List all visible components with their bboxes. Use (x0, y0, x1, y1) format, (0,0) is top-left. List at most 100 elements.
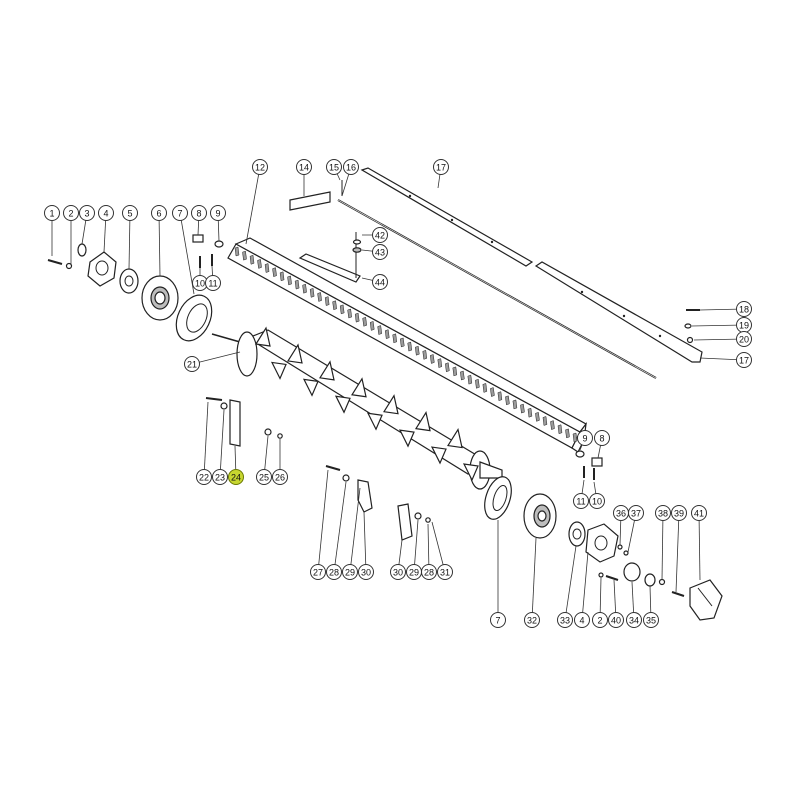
callout-11[interactable]: 11 (573, 493, 589, 509)
flange-plate-part (87, 251, 117, 287)
callout-28[interactable]: 28 (326, 564, 342, 580)
callout-29[interactable]: 29 (406, 564, 422, 580)
callout-14[interactable]: 14 (296, 159, 312, 175)
callout-27[interactable]: 27 (310, 564, 326, 580)
beam-tooth (332, 300, 337, 311)
beam-tooth (339, 304, 345, 315)
callout-26[interactable]: 26 (272, 469, 288, 485)
callout-17[interactable]: 17 (736, 352, 752, 368)
callout-number: 40 (611, 616, 621, 626)
beam-tooth (302, 283, 307, 294)
callout-15[interactable]: 15 (326, 159, 342, 175)
callout-number: 16 (346, 163, 356, 173)
rotor-blade (351, 377, 367, 398)
callout-22[interactable]: 22 (196, 469, 212, 485)
callout-20[interactable]: 20 (736, 331, 752, 347)
callout-circle (342, 564, 358, 580)
beam-tooth (512, 399, 518, 410)
callout-30[interactable]: 30 (358, 564, 374, 580)
beam-tooth (362, 316, 367, 327)
callout-circle (421, 564, 437, 580)
callout-18[interactable]: 18 (736, 301, 752, 317)
callout-9[interactable]: 9 (577, 430, 593, 446)
callout-41[interactable]: 41 (691, 505, 707, 521)
callout-number: 39 (674, 509, 684, 519)
callout-number: 28 (424, 568, 434, 578)
callout-30[interactable]: 30 (390, 564, 406, 580)
callout-2[interactable]: 2 (63, 205, 79, 221)
callout-17[interactable]: 17 (433, 159, 449, 175)
callout-number: 17 (739, 356, 749, 366)
callout-4[interactable]: 4 (98, 205, 114, 221)
callout-8[interactable]: 8 (594, 430, 610, 446)
callout-9[interactable]: 9 (210, 205, 226, 221)
callout-circle (577, 430, 593, 446)
callout-23[interactable]: 23 (212, 469, 228, 485)
callout-circle (490, 612, 506, 628)
callout-circle (433, 159, 449, 175)
callout-5[interactable]: 5 (122, 205, 138, 221)
callout-circle (205, 275, 221, 291)
callout-6[interactable]: 6 (151, 205, 167, 221)
callout-33[interactable]: 33 (557, 612, 573, 628)
callout-37[interactable]: 37 (628, 505, 644, 521)
callout-38[interactable]: 38 (655, 505, 671, 521)
beam-tooth (309, 287, 315, 298)
callout-number: 11 (576, 497, 585, 507)
callout-28[interactable]: 28 (421, 564, 437, 580)
callout-39[interactable]: 39 (671, 505, 687, 521)
strip-part (360, 167, 703, 363)
callout-44[interactable]: 44 (372, 274, 388, 290)
callout-21[interactable]: 21 (184, 356, 200, 372)
callout-number: 14 (299, 163, 309, 173)
callout-number: 1 (49, 209, 54, 219)
callout-42[interactable]: 42 (372, 227, 388, 243)
callout-4[interactable]: 4 (574, 612, 590, 628)
callout-leader-line (203, 401, 209, 478)
callout-circle (196, 469, 212, 485)
callout-43[interactable]: 43 (372, 244, 388, 260)
callout-7[interactable]: 7 (172, 205, 188, 221)
callout-10[interactable]: 10 (589, 493, 605, 509)
callout-circle (272, 469, 288, 485)
callout-number: 34 (629, 616, 639, 626)
callout-number: 18 (739, 305, 749, 315)
callout-3[interactable]: 3 (79, 205, 95, 221)
callout-32[interactable]: 32 (524, 612, 540, 628)
beam-tooth (520, 403, 525, 414)
callout-29[interactable]: 29 (342, 564, 358, 580)
callout-31[interactable]: 31 (437, 564, 453, 580)
callout-circle (736, 301, 752, 317)
callout-leader-line (564, 545, 577, 621)
callout-1[interactable]: 1 (44, 205, 60, 221)
callout-leader-line (128, 212, 131, 270)
callout-36[interactable]: 36 (613, 505, 629, 521)
callout-circle (63, 205, 79, 221)
callout-leader-line (431, 521, 446, 573)
callout-19[interactable]: 19 (736, 317, 752, 333)
callout-7[interactable]: 7 (490, 612, 506, 628)
beam-tooth (535, 411, 540, 422)
beam-tooth (527, 407, 533, 418)
beam-tooth (467, 374, 473, 385)
callout-34[interactable]: 34 (626, 612, 642, 628)
callout-2[interactable]: 2 (592, 612, 608, 628)
callout-number: 11 (208, 279, 217, 289)
callout-circle (626, 612, 642, 628)
callout-40[interactable]: 40 (608, 612, 624, 628)
rotor-blade (415, 411, 431, 432)
callout-number: 12 (255, 163, 265, 173)
callout-25[interactable]: 25 (256, 469, 272, 485)
callout-11[interactable]: 11 (205, 275, 221, 291)
callout-8[interactable]: 8 (191, 205, 207, 221)
beam-tooth (384, 329, 390, 340)
beam-tooth (377, 325, 382, 335)
rotor-blade (302, 378, 319, 397)
callout-12[interactable]: 12 (252, 159, 268, 175)
callout-circle (122, 205, 138, 221)
callout-24[interactable]: 24 (228, 469, 244, 485)
callout-16[interactable]: 16 (343, 159, 359, 175)
beam-tooth (482, 383, 488, 393)
callout-35[interactable]: 35 (643, 612, 659, 628)
rotor-blade (462, 463, 479, 482)
